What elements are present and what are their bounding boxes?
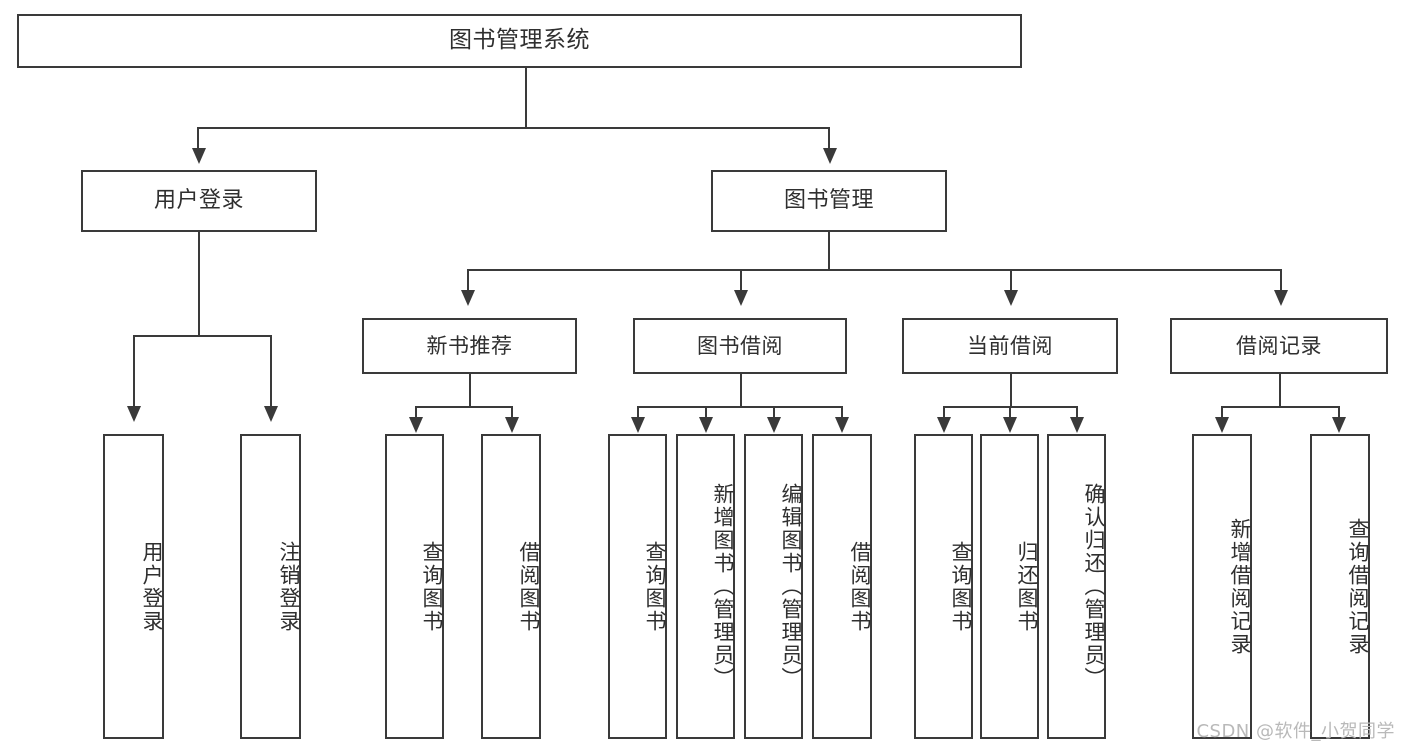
- node-leaf-logout-login-label: 注销登录: [277, 540, 301, 633]
- node-leaf-confirm-return[interactable]: 确认归还（管理员）: [1047, 434, 1106, 739]
- node-leaf-add-book-label: 新增图书（管理员）: [711, 483, 735, 690]
- node-leaf-user-login[interactable]: 用户登录: [103, 434, 164, 739]
- node-leaf-query-record[interactable]: 查询借阅记录: [1310, 434, 1370, 739]
- connector-bookborrow-stem: [740, 374, 742, 407]
- arrow-to-new-book-recommend: [461, 290, 475, 306]
- node-current-borrow-label: 当前借阅: [967, 333, 1053, 358]
- node-leaf-add-book[interactable]: 新增图书（管理员）: [676, 434, 735, 739]
- node-leaf-borrow-book-1[interactable]: 借阅图书: [481, 434, 541, 739]
- connector-l3-drop-1: [467, 269, 469, 291]
- node-leaf-query-record-label: 查询借阅记录: [1346, 517, 1370, 656]
- connector-root-drop-left: [197, 127, 199, 149]
- arrow-to-leaf-return-book: [1003, 417, 1017, 433]
- node-book-borrow-label: 图书借阅: [697, 333, 783, 358]
- connector-user-login-stem: [198, 232, 200, 336]
- connector-root-drop-right: [828, 127, 830, 149]
- node-leaf-query-book-3[interactable]: 查询图书: [914, 434, 973, 739]
- arrow-to-leaf-query-book-1: [409, 417, 423, 433]
- arrow-to-leaf-borrow-book-1: [505, 417, 519, 433]
- connector-borrowrecord-bus: [1221, 406, 1340, 408]
- node-new-book-recommend-label: 新书推荐: [426, 333, 513, 358]
- connector-newbook-bus: [415, 406, 513, 408]
- node-leaf-add-record[interactable]: 新增借阅记录: [1192, 434, 1252, 739]
- arrow-to-leaf-logout-login: [264, 406, 278, 422]
- connector-root-bus: [197, 127, 829, 129]
- connector-currentborrow-drop-3: [1076, 406, 1078, 418]
- node-leaf-query-book-3-label: 查询图书: [949, 540, 973, 633]
- node-leaf-borrow-book-2-label: 借阅图书: [848, 540, 872, 633]
- connector-bookborrow-bus: [637, 406, 843, 408]
- node-root[interactable]: 图书管理系统: [17, 14, 1022, 68]
- arrow-to-leaf-query-book-3: [937, 417, 951, 433]
- node-leaf-user-login-label: 用户登录: [140, 540, 164, 633]
- node-book-borrow[interactable]: 图书借阅: [633, 318, 847, 374]
- node-user-login[interactable]: 用户登录: [81, 170, 317, 232]
- node-leaf-confirm-return-label: 确认归还（管理员）: [1082, 483, 1106, 690]
- node-book-management-label: 图书管理: [783, 188, 874, 214]
- connector-l3-drop-2: [740, 269, 742, 291]
- node-leaf-borrow-book-2[interactable]: 借阅图书: [812, 434, 872, 739]
- arrow-to-current-borrow: [1004, 290, 1018, 306]
- node-leaf-edit-book-label: 编辑图书（管理员）: [779, 483, 803, 690]
- node-leaf-return-book[interactable]: 归还图书: [980, 434, 1039, 739]
- arrow-to-leaf-query-record: [1332, 417, 1346, 433]
- connector-newbook-stem: [469, 374, 471, 407]
- arrow-to-leaf-edit-book: [767, 417, 781, 433]
- connector-root-stem: [525, 68, 527, 128]
- connector-bookborrow-drop-3: [773, 406, 775, 418]
- node-leaf-return-book-label: 归还图书: [1015, 540, 1039, 633]
- node-leaf-add-record-label: 新增借阅记录: [1228, 517, 1252, 656]
- connector-newbook-drop-2: [511, 406, 513, 418]
- arrow-to-leaf-add-book: [699, 417, 713, 433]
- connector-borrowrecord-drop-1: [1221, 406, 1223, 418]
- node-borrow-record-label: 借阅记录: [1236, 333, 1322, 358]
- connector-currentborrow-drop-1: [943, 406, 945, 418]
- arrow-to-borrow-record: [1274, 290, 1288, 306]
- node-new-book-recommend[interactable]: 新书推荐: [362, 318, 577, 374]
- connector-book-management-bus: [467, 269, 1282, 271]
- connector-user-login-drop-1: [133, 335, 135, 407]
- connector-newbook-drop-1: [415, 406, 417, 418]
- node-leaf-query-book-1[interactable]: 查询图书: [385, 434, 444, 739]
- connector-bookborrow-drop-1: [637, 406, 639, 418]
- connector-bookborrow-drop-4: [841, 406, 843, 418]
- node-leaf-borrow-book-1-label: 借阅图书: [517, 540, 541, 633]
- arrow-to-leaf-borrow-book-2: [835, 417, 849, 433]
- connector-borrowrecord-drop-2: [1338, 406, 1340, 418]
- arrow-to-leaf-user-login: [127, 406, 141, 422]
- connector-user-login-bus: [133, 335, 272, 337]
- arrow-to-book-management: [823, 148, 837, 164]
- connector-book-management-stem: [828, 232, 830, 270]
- arrow-to-leaf-confirm-return: [1070, 417, 1084, 433]
- node-borrow-record[interactable]: 借阅记录: [1170, 318, 1388, 374]
- node-leaf-query-book-1-label: 查询图书: [420, 540, 444, 633]
- connector-currentborrow-drop-2: [1009, 406, 1011, 418]
- connector-borrowrecord-stem: [1279, 374, 1281, 407]
- node-leaf-query-book-2-label: 查询图书: [643, 540, 667, 633]
- connector-user-login-drop-2: [270, 335, 272, 407]
- connector-currentborrow-stem: [1010, 374, 1012, 407]
- node-leaf-edit-book[interactable]: 编辑图书（管理员）: [744, 434, 803, 739]
- connector-l3-drop-3: [1010, 269, 1012, 291]
- node-user-login-label: 用户登录: [153, 188, 244, 214]
- connector-l3-drop-4: [1280, 269, 1282, 291]
- arrow-to-user-login: [192, 148, 206, 164]
- connector-bookborrow-drop-2: [705, 406, 707, 418]
- arrow-to-leaf-query-book-2: [631, 417, 645, 433]
- arrow-to-leaf-add-record: [1215, 417, 1229, 433]
- node-root-label: 图书管理系统: [449, 27, 590, 54]
- arrow-to-book-borrow: [734, 290, 748, 306]
- node-book-management[interactable]: 图书管理: [711, 170, 947, 232]
- node-current-borrow[interactable]: 当前借阅: [902, 318, 1118, 374]
- node-leaf-logout-login[interactable]: 注销登录: [240, 434, 301, 739]
- node-leaf-query-book-2[interactable]: 查询图书: [608, 434, 667, 739]
